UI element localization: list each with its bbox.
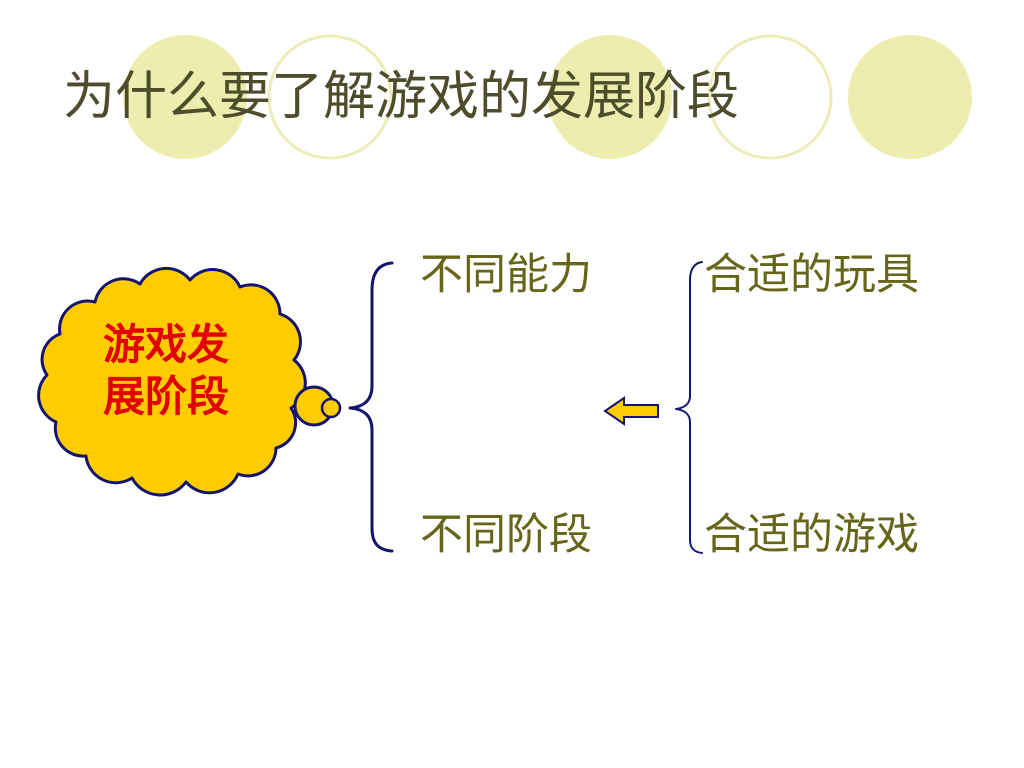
decorative-circles — [123, 34, 972, 160]
thought-bubble-small — [320, 397, 342, 419]
decor-circle-filled-2 — [548, 35, 672, 159]
right-item-suitable-toys: 合适的玩具 — [704, 250, 919, 300]
decor-circle-outline-1 — [267, 34, 393, 160]
left-brace — [348, 261, 394, 553]
cloud-label-line-2: 展阶段 — [102, 375, 229, 421]
idea-cloud — [37, 266, 307, 497]
slide-title: 为什么要了解游戏的发展阶段 — [63, 67, 740, 127]
cloud-label: 游戏发 展阶段 — [66, 320, 266, 424]
left-item-different-abilities: 不同能力 — [420, 250, 592, 300]
right-brace — [675, 261, 703, 554]
cloud-label-line-1: 游戏发 — [102, 323, 229, 369]
decor-circle-filled-1 — [123, 35, 247, 159]
decor-circle-filled-3 — [848, 35, 972, 159]
decor-circle-outline-2 — [707, 34, 833, 160]
left-arrow-icon — [603, 396, 659, 426]
left-item-different-stages: 不同阶段 — [420, 510, 592, 560]
right-item-suitable-games: 合适的游戏 — [704, 510, 919, 560]
